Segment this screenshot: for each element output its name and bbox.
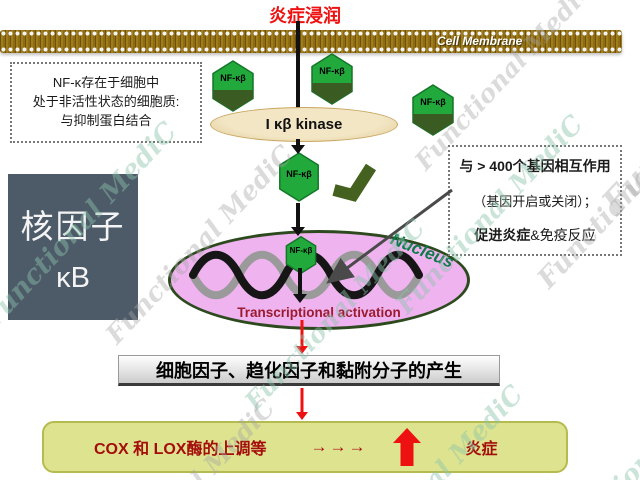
gene-interaction-note-box: 与 > 400个基因相互作用 （基因开启或关闭）； 促进炎症&免疫反应 (448, 145, 622, 256)
arrow-down-icon (291, 203, 305, 236)
production-bar: 细胞因子、趋化因子和黏附分子的产生 (118, 355, 500, 386)
inflammation-result-label: 炎症 (465, 441, 498, 458)
note-line: 处于非活性状态的细胞质: (32, 94, 180, 110)
inhibitor-icon (332, 163, 377, 202)
nfkb-free-molecule: NF-κβ (278, 152, 320, 207)
note-line: （基因开启或关闭）； (473, 193, 597, 209)
hexagon-icon (311, 53, 353, 105)
transcriptional-activation-caption: Transcriptional activation (237, 305, 401, 320)
nfkb-label: NF-κβ (286, 169, 312, 179)
nfkb-label: NF-κβ (220, 73, 246, 83)
arrow-down-icon (296, 388, 308, 420)
cox-lox-label: COX 和 LOX酶的上调等 (94, 441, 267, 458)
note-line: 与抑制蛋白结合 (60, 112, 152, 128)
arrow-down-icon (293, 268, 307, 303)
outcome-box: COX 和 LOX酶的上调等 →→→ 炎症 (42, 421, 568, 473)
cell-membrane-label: Cell Membrane (437, 34, 523, 48)
nfkb-label: NF-κβ (420, 97, 446, 107)
nucleus-ellipse: Nucleus Transcriptional activation (168, 229, 470, 330)
nfkb-label: NF-κβ (289, 246, 313, 255)
nfkb-bound-molecule: NF-κβ (212, 60, 254, 117)
production-bar-label: 细胞因子、趋化因子和黏附分子的产生 (156, 360, 462, 381)
note-line: 与 > 400个基因相互作用 (459, 158, 611, 175)
factor-title-line1: 核因子 (20, 207, 126, 245)
released-inhibitor-shape (328, 158, 380, 209)
nuclear-factor-title-box: 核因子 κB (8, 174, 138, 320)
nfkb-label: NF-κβ (319, 66, 345, 76)
nfkb-bound-molecule: NF-κβ (311, 53, 353, 110)
ikb-kinase-oval: I κβ kinase (210, 107, 398, 142)
hexagon-icon (279, 152, 319, 202)
arrow-down-icon (291, 139, 305, 154)
kinase-label: I κβ kinase (265, 116, 343, 133)
stimulus-line (296, 21, 300, 110)
cytoplasm-note-box: NF-κ存在于细胞中 处于非活性状态的细胞质: 与抑制蛋白结合 (10, 62, 202, 143)
inflammation-infiltration-title: 炎症浸润 (269, 6, 341, 26)
factor-title-line2: κB (56, 261, 90, 294)
arrow-up-icon (393, 428, 422, 466)
arrow-down-icon (296, 320, 308, 354)
note-line: 促进炎症&免疫反应 (474, 226, 596, 243)
note-line: NF-κ存在于细胞中 (52, 75, 160, 91)
arrow-chain: →→→ (310, 437, 368, 456)
hexagon-icon (412, 84, 454, 136)
cell-membrane-band (0, 30, 622, 53)
hexagon-icon (212, 60, 254, 112)
nfkb-bound-molecule: NF-κβ (412, 84, 454, 141)
